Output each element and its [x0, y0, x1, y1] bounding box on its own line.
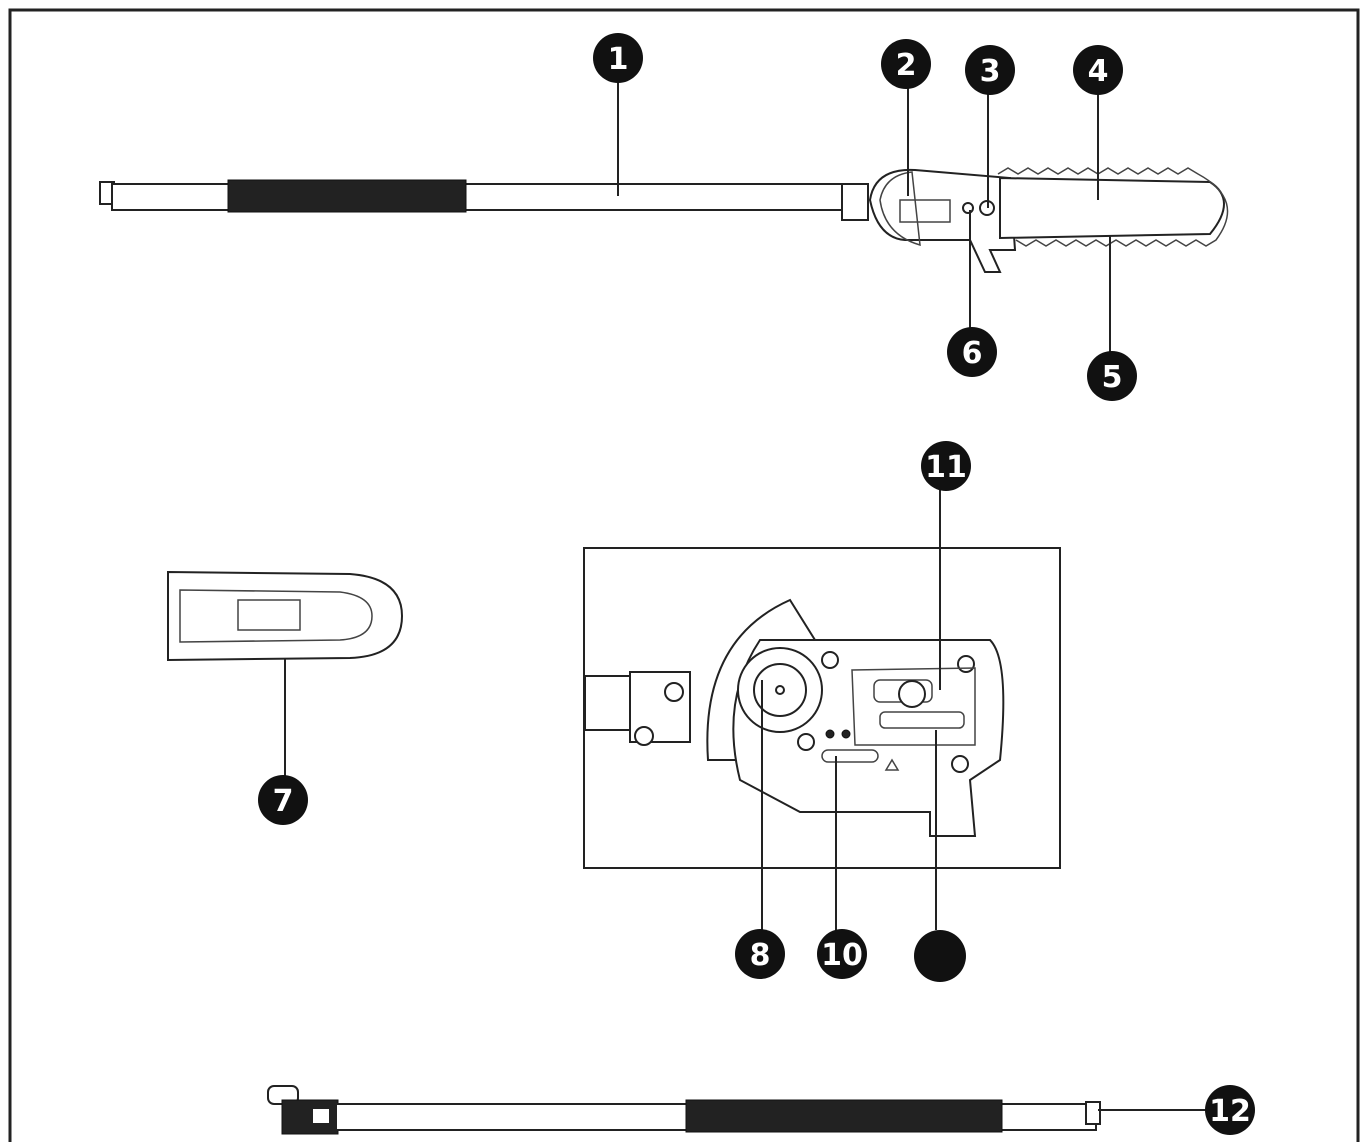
saw-chain [997, 167, 1229, 247]
callout-12: 12 [1205, 1085, 1255, 1135]
pole-shaft [111, 183, 853, 211]
extension-end-cap [1085, 1101, 1101, 1125]
callout-11: 11 [921, 441, 971, 491]
saw-head-housing [868, 168, 1017, 273]
callout-9-badge [914, 930, 966, 982]
pole-coupler [841, 183, 869, 221]
inset-dot-a [825, 729, 835, 739]
callout-7: 7 [258, 775, 308, 825]
callout-4-badge [1073, 45, 1123, 95]
head-slot [899, 199, 951, 223]
callout-8: 8 [735, 929, 785, 979]
outer-frame [8, 8, 1360, 1142]
inset-sprocket-center [775, 685, 785, 695]
extension-pole [267, 1085, 1210, 1135]
detail-inset [583, 490, 1061, 930]
inset-bolt-b [957, 655, 975, 673]
callout-11-badge [921, 441, 971, 491]
callout-5-number: 5 [1102, 360, 1123, 395]
bar-cover-inner [179, 589, 373, 643]
bar-cover-label [237, 599, 301, 631]
callout-2: 2 [881, 39, 931, 89]
callout-3-number: 3 [980, 54, 1001, 89]
callout-5-badge [1087, 351, 1137, 401]
extension-grip [685, 1099, 1003, 1133]
callout-12-badge [1205, 1085, 1255, 1135]
inset-dot-b [841, 729, 851, 739]
inset-bolt-c [951, 755, 969, 773]
pole-saw-assembly [99, 80, 1229, 354]
extension-clamp-tab [311, 1107, 331, 1125]
guide-bar [999, 176, 1225, 240]
inset-bolt-a [821, 651, 839, 669]
chain-guard [879, 171, 921, 247]
callout-7-number: 7 [273, 784, 294, 819]
pole-grip [227, 179, 467, 213]
callout-3-badge [965, 45, 1015, 95]
inset-clamp-bolt [664, 682, 684, 702]
bar-cover-part [167, 570, 404, 776]
callout-1-number: 1 [608, 42, 629, 77]
callout-2-badge [881, 39, 931, 89]
bar-nut [962, 202, 974, 214]
inset-recess [851, 667, 976, 746]
callout-6-number: 6 [962, 336, 983, 371]
callout-10-number: 10 [821, 938, 863, 973]
callout-6: 6 [947, 327, 997, 377]
callout-6-badge [947, 327, 997, 377]
inset-warning-triangle [884, 758, 900, 771]
callout-2-number: 2 [896, 48, 917, 83]
callout-10: 10 [817, 929, 867, 979]
inset-oil-slot [821, 749, 879, 763]
callout-10-badge [817, 929, 867, 979]
callout-4: 4 [1073, 45, 1123, 95]
callout-5: 5 [1087, 351, 1137, 401]
inset-clamp-bolt-2 [634, 726, 654, 746]
callout-8-badge [735, 929, 785, 979]
callout-1: 1 [593, 33, 643, 83]
callout-9 [914, 930, 966, 982]
callout-3: 3 [965, 45, 1015, 95]
inset-bolt-d [797, 733, 815, 751]
callout-8-number: 8 [750, 938, 771, 973]
inset-tensioner-pin [879, 711, 965, 729]
callout-11-number: 11 [925, 450, 967, 485]
bar-cover [167, 570, 404, 662]
inset-tensioner-wheel [898, 680, 926, 708]
callout-12-number: 12 [1209, 1094, 1251, 1129]
callout-4-number: 4 [1088, 54, 1109, 89]
callout-1-badge [593, 33, 643, 83]
callout-7-badge [258, 775, 308, 825]
